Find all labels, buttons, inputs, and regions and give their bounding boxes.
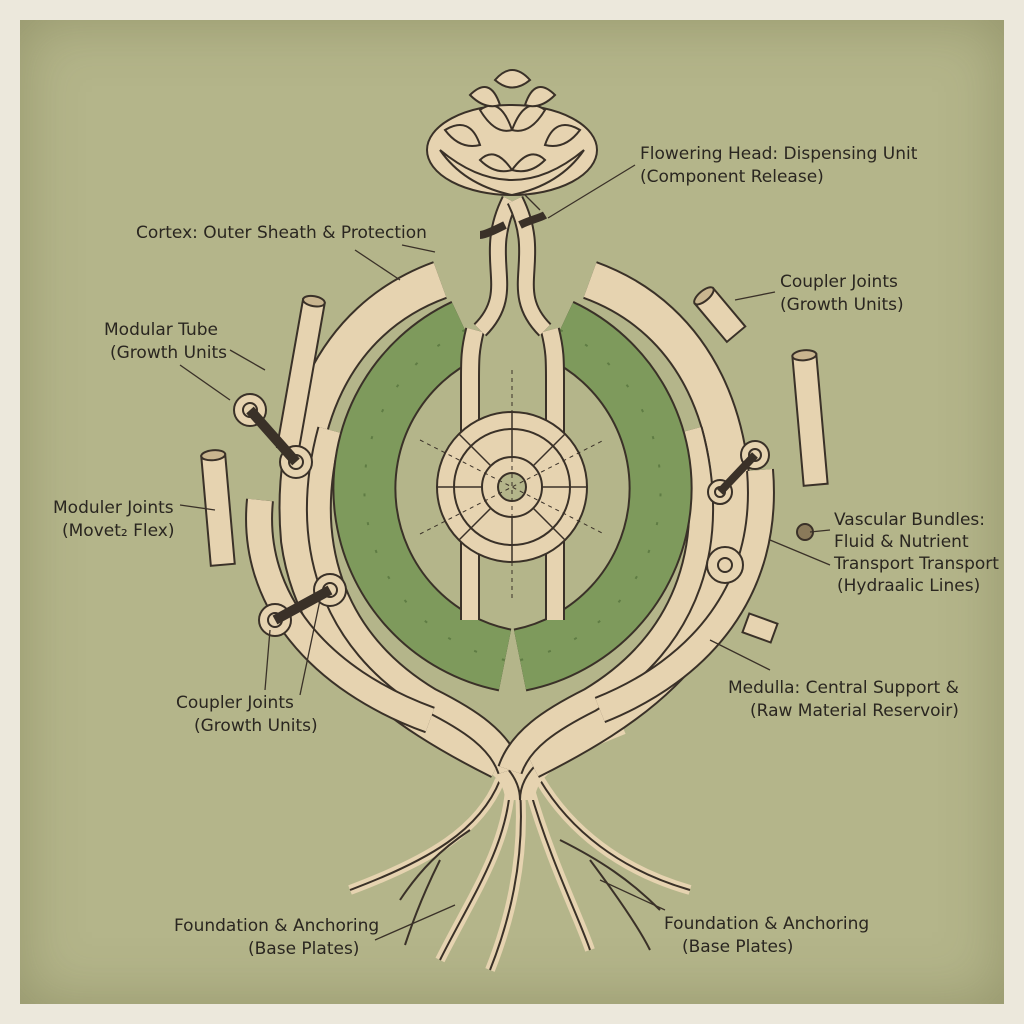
label-flowering-head: Flowering Head: Dispensing Unit (Compone… — [640, 143, 917, 189]
label-modular-tube: Modular Tube (Growth Units — [104, 319, 227, 365]
roots — [348, 777, 692, 972]
label-coupler-top-line1: Coupler Joints — [780, 272, 898, 292]
label-medulla: Medulla: Central Support & (Raw Material… — [728, 677, 959, 723]
label-modular-tube-line2: (Growth Units — [110, 343, 228, 363]
label-foundation-left: Foundation & Anchoring (Base Plates) — [174, 915, 379, 961]
label-moduler-joints-line2: (Movet₂ Flex) — [62, 521, 175, 541]
central-wheel — [419, 370, 605, 600]
label-vascular: Vascular Bundles: Fluid & Nutrient Trans… — [834, 509, 999, 597]
label-flowering-head-line1: Flowering Head: Dispensing Unit — [640, 144, 918, 164]
label-cortex-line1: Cortex: Outer Sheath & Protection — [136, 223, 427, 243]
label-vascular-line3: Transport Transport — [834, 554, 999, 574]
label-foundation-right: Foundation & Anchoring (Base Plates) — [664, 913, 869, 959]
label-coupler-bottom-line1: Coupler Joints — [176, 693, 294, 713]
label-foundation-right-line1: Foundation & Anchoring — [664, 914, 870, 934]
label-vascular-line4: (Hydraalic Lines) — [837, 576, 981, 596]
label-moduler-joints-line1: Moduler Joints — [53, 498, 174, 518]
label-medulla-line1: Medulla: Central Support & — [728, 678, 959, 698]
label-foundation-left-line1: Foundation & Anchoring — [174, 916, 380, 936]
stem — [473, 195, 552, 337]
label-coupler-bottom: Coupler Joints (Growth Units) — [176, 692, 318, 738]
label-flowering-head-line2: (Component Release) — [640, 167, 824, 187]
detached-tubes — [200, 286, 829, 644]
leader-lines — [179, 164, 831, 941]
flowering-head — [426, 69, 598, 197]
medulla-ring — [332, 301, 693, 692]
coupler-joints — [233, 393, 814, 637]
label-foundation-right-line2: (Base Plates) — [682, 937, 794, 957]
label-vascular-line2: Fluid & Nutrient — [834, 532, 969, 552]
label-moduler-joints: Moduler Joints (Movet₂ Flex) — [53, 497, 174, 543]
label-vascular-line1: Vascular Bundles: — [834, 510, 986, 530]
label-cortex: Cortex: Outer Sheath & Protection — [136, 222, 427, 245]
label-modular-tube-line1: Modular Tube — [104, 320, 218, 340]
label-coupler-top-line2: (Growth Units) — [780, 295, 904, 315]
inner-tubes — [305, 426, 715, 775]
label-coupler-top: Coupler Joints (Growth Units) — [780, 271, 904, 317]
label-medulla-line2: (Raw Material Reservoir) — [750, 701, 959, 721]
outer-side-tubes — [245, 468, 775, 734]
label-coupler-bottom-line2: (Growth Units) — [194, 716, 318, 736]
label-foundation-left-line2: (Base Plates) — [248, 939, 360, 959]
